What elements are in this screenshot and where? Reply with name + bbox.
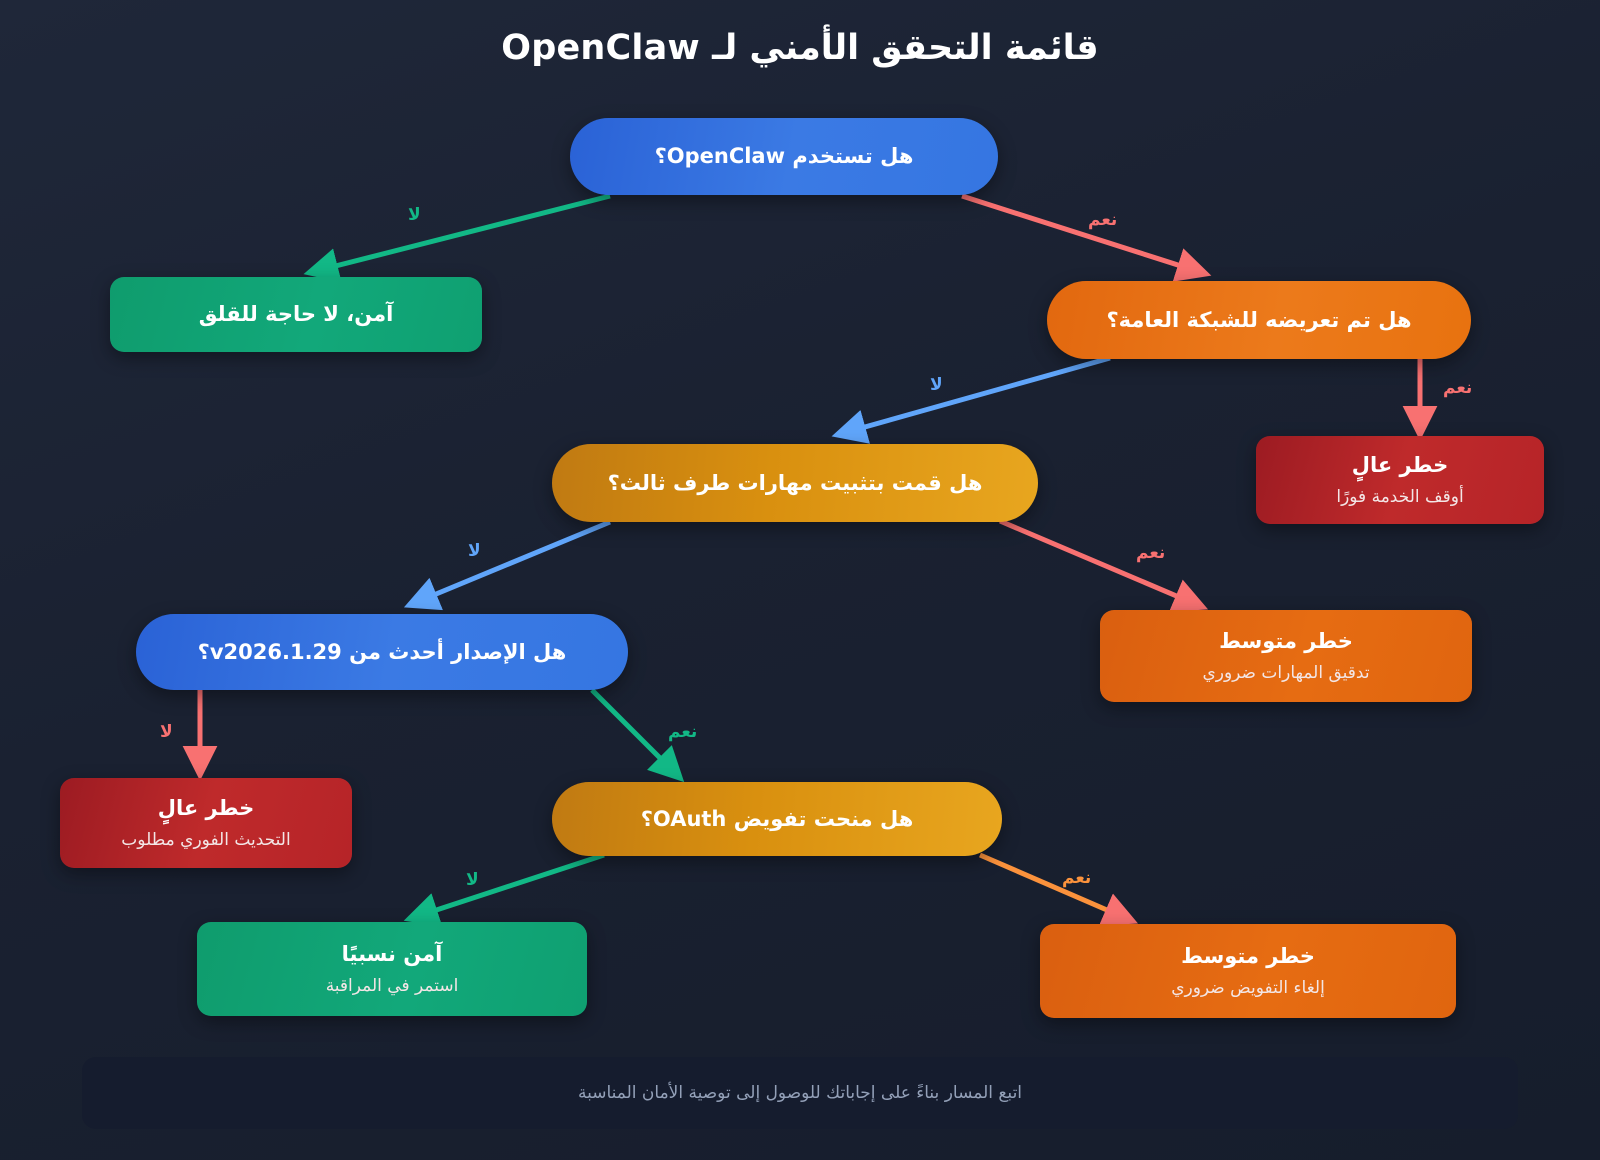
edge-label-no-version-check: لا [160,722,173,742]
edge-label-no-oauth-grant: لا [466,870,479,890]
node-title: خطر متوسط [1181,944,1315,969]
node-public-exposure[interactable]: هل تم تعريضه للشبكة العامة؟ [1047,281,1471,359]
node-title: خطر عالٍ [157,796,255,821]
edge-public-exposure-to-third-party [831,355,1111,444]
node-subtitle: إلغاء التفويض ضروري [1171,977,1325,998]
edge-label-yes-version-check: نعم [668,722,698,742]
node-safe-no-worry[interactable]: آمن، لا حاجة للقلق [110,277,482,352]
node-third-party-skills[interactable]: هل قمت بتثبيت مهارات طرف ثالث؟ [552,444,1038,522]
page-title: قائمة التحقق الأمني لـ OpenClaw [501,28,1099,68]
node-title: آمن، لا حاجة للقلق [198,302,394,327]
edge-use-openclaw-to-public-exposure [961,193,1212,282]
edge-use-openclaw-to-safe [303,193,611,283]
node-title: آمن نسبيًا [341,942,443,967]
node-title: خطر متوسط [1219,629,1353,654]
node-relatively-safe[interactable]: آمن نسبيًا استمر في المراقبة [197,922,587,1016]
edge-third-party-to-medium-risk-audit [999,518,1209,612]
node-medium-risk-revoke[interactable]: خطر متوسط إلغاء التفويض ضروري [1040,924,1456,1018]
node-title: هل تستخدم OpenClaw؟ [654,144,914,169]
node-title: هل قمت بتثبيت مهارات طرف ثالث؟ [607,470,983,495]
edge-label-no-third-party: لا [468,541,481,561]
edge-oauth-grant-to-relatively-safe [403,852,605,927]
edge-third-party-to-version-check [403,519,611,611]
edge-label-no-public-exposure: لا [930,375,943,395]
edge-label-no-use-openclaw: لا [408,205,421,225]
edge-version-check-to-oauth-grant [590,688,685,783]
node-subtitle: تدقيق المهارات ضروري [1202,662,1370,683]
footer-panel: اتبع المسار بناءً على إجاباتك للوصول إلى… [82,1057,1518,1129]
edge-label-yes-public-exposure: نعم [1443,378,1473,398]
edge-oauth-grant-to-medium-risk-revoke [979,852,1139,926]
node-subtitle: أوقف الخدمة فورًا [1336,486,1464,507]
edge-label-yes-use-openclaw: نعم [1088,210,1118,230]
node-high-risk-update[interactable]: خطر عالٍ التحديث الفوري مطلوب [60,778,352,868]
node-subtitle: التحديث الفوري مطلوب [121,829,291,850]
node-title: خطر عالٍ [1351,453,1449,478]
node-subtitle: استمر في المراقبة [325,975,459,996]
node-title: هل تم تعريضه للشبكة العامة؟ [1106,307,1412,332]
edge-label-yes-oauth-grant: نعم [1062,868,1092,888]
node-version-check[interactable]: هل الإصدار أحدث من v2026.1.29؟ [136,614,628,690]
node-use-openclaw[interactable]: هل تستخدم OpenClaw؟ [570,118,998,195]
node-high-risk-stop[interactable]: خطر عالٍ أوقف الخدمة فورًا [1256,436,1544,524]
footer-caption: اتبع المسار بناءً على إجاباتك للوصول إلى… [577,1083,1023,1103]
edge-label-yes-third-party: نعم [1136,543,1166,563]
node-title: هل منحت تفويض OAuth؟ [640,806,914,831]
node-oauth-grant[interactable]: هل منحت تفويض OAuth؟ [552,782,1002,856]
node-medium-risk-audit[interactable]: خطر متوسط تدقيق المهارات ضروري [1100,610,1472,702]
node-title: هل الإصدار أحدث من v2026.1.29؟ [197,639,567,664]
